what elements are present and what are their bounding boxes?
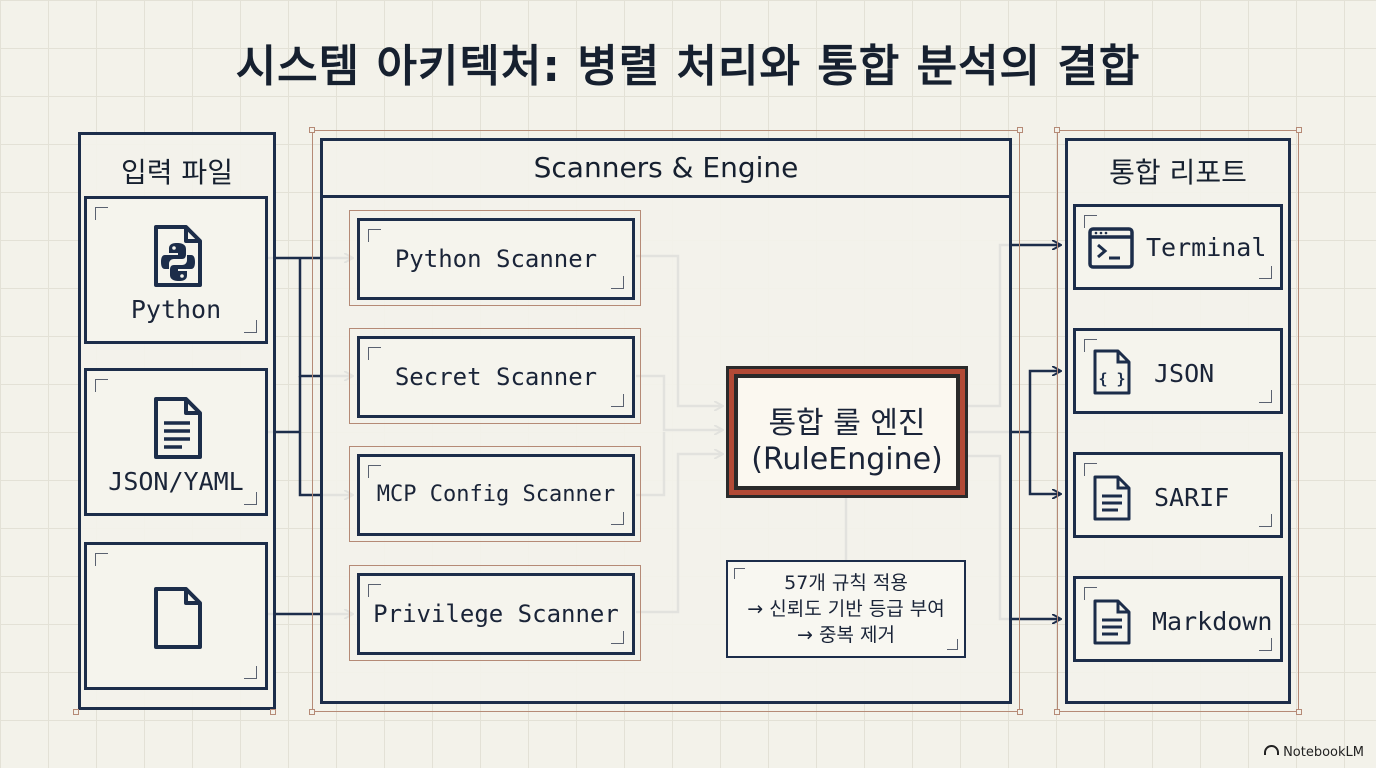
note-line-grading: → 신뢰도 기반 등급 부여	[747, 598, 945, 620]
arrow-engine-to-sarif	[1028, 432, 1060, 494]
json-file-icon: { }	[1093, 349, 1131, 395]
frame-dot	[1017, 127, 1023, 133]
frame-dot	[1296, 127, 1302, 133]
rule-engine-title: 통합 룰 엔진	[768, 406, 926, 441]
input-file-label-json-yaml: JSON/YAML	[108, 467, 244, 496]
frame-dot	[73, 709, 79, 715]
frame-dot	[1054, 127, 1060, 133]
document-icon	[1093, 475, 1131, 521]
mcp-config-scanner: MCP Config Scanner	[357, 454, 635, 536]
secret-scanner-label: Secret Scanner	[394, 363, 598, 391]
rule-engine-name: (RuleEngine)	[751, 442, 943, 477]
scanner-frame-1	[349, 210, 641, 306]
page-title: 시스템 아키텍처: 병렬 처리와 통합 분석의 결합	[235, 41, 1141, 92]
output-label-markdown: Markdown	[1152, 607, 1273, 636]
engine-panel-frame	[312, 130, 1020, 712]
scanner-frame-4	[349, 565, 641, 661]
document-icon	[1093, 599, 1131, 645]
frame-dot	[1017, 709, 1023, 715]
notebooklm-brand: NotebookLM	[1264, 745, 1364, 760]
frame-dot	[309, 127, 315, 133]
frame-dot	[1054, 709, 1060, 715]
python-scanner: Python Scanner	[357, 218, 635, 300]
frame-dot	[1296, 709, 1302, 715]
privilege-scanner-label: Privilege Scanner	[373, 600, 619, 628]
svg-text:{ }: { }	[1098, 370, 1125, 388]
python-file-icon	[154, 225, 202, 287]
note-line-rules: 57개 규칙 적용	[784, 572, 908, 594]
output-label-terminal: Terminal	[1146, 233, 1267, 262]
output-label-sarif: SARIF	[1154, 483, 1230, 512]
rule-engine-box: 통합 룰 엔진 (RuleEngine)	[734, 374, 960, 490]
input-panel-heading: 입력 파일	[121, 156, 233, 189]
engine-panel-heading: Scanners & Engine	[323, 141, 1009, 198]
document-icon	[154, 397, 202, 459]
output-terminal: Terminal	[1073, 204, 1283, 290]
brand-label: NotebookLM	[1283, 745, 1364, 760]
python-scanner-label: Python Scanner	[394, 245, 598, 273]
secret-scanner: Secret Scanner	[357, 336, 635, 418]
input-file-json-yaml: JSON/YAML	[84, 368, 268, 516]
output-panel-frame	[1057, 130, 1299, 712]
output-label-json: JSON	[1154, 359, 1215, 388]
input-file-python: Python	[84, 196, 268, 344]
output-panel-heading: 통합 리포트	[1109, 156, 1247, 189]
rule-engine-note: 57개 규칙 적용 → 신뢰도 기반 등급 부여 → 중복 제거	[726, 560, 966, 658]
notebooklm-logo-icon	[1264, 745, 1280, 755]
frame-dot	[270, 709, 276, 715]
input-file-generic	[84, 542, 268, 690]
frame-dot	[309, 709, 315, 715]
mcp-config-scanner-label: MCP Config Scanner	[376, 482, 616, 507]
note-line-dedup: → 중복 제거	[797, 624, 895, 646]
blank-file-icon	[154, 587, 202, 649]
output-json: { } JSON	[1073, 328, 1283, 414]
input-file-label-python: Python	[130, 295, 222, 324]
output-markdown: Markdown	[1073, 576, 1283, 662]
scanner-frame-3	[349, 446, 641, 542]
scanner-frame-2	[349, 328, 641, 424]
output-sarif: SARIF	[1073, 452, 1283, 538]
privilege-scanner: Privilege Scanner	[357, 573, 635, 655]
terminal-icon	[1088, 227, 1134, 269]
